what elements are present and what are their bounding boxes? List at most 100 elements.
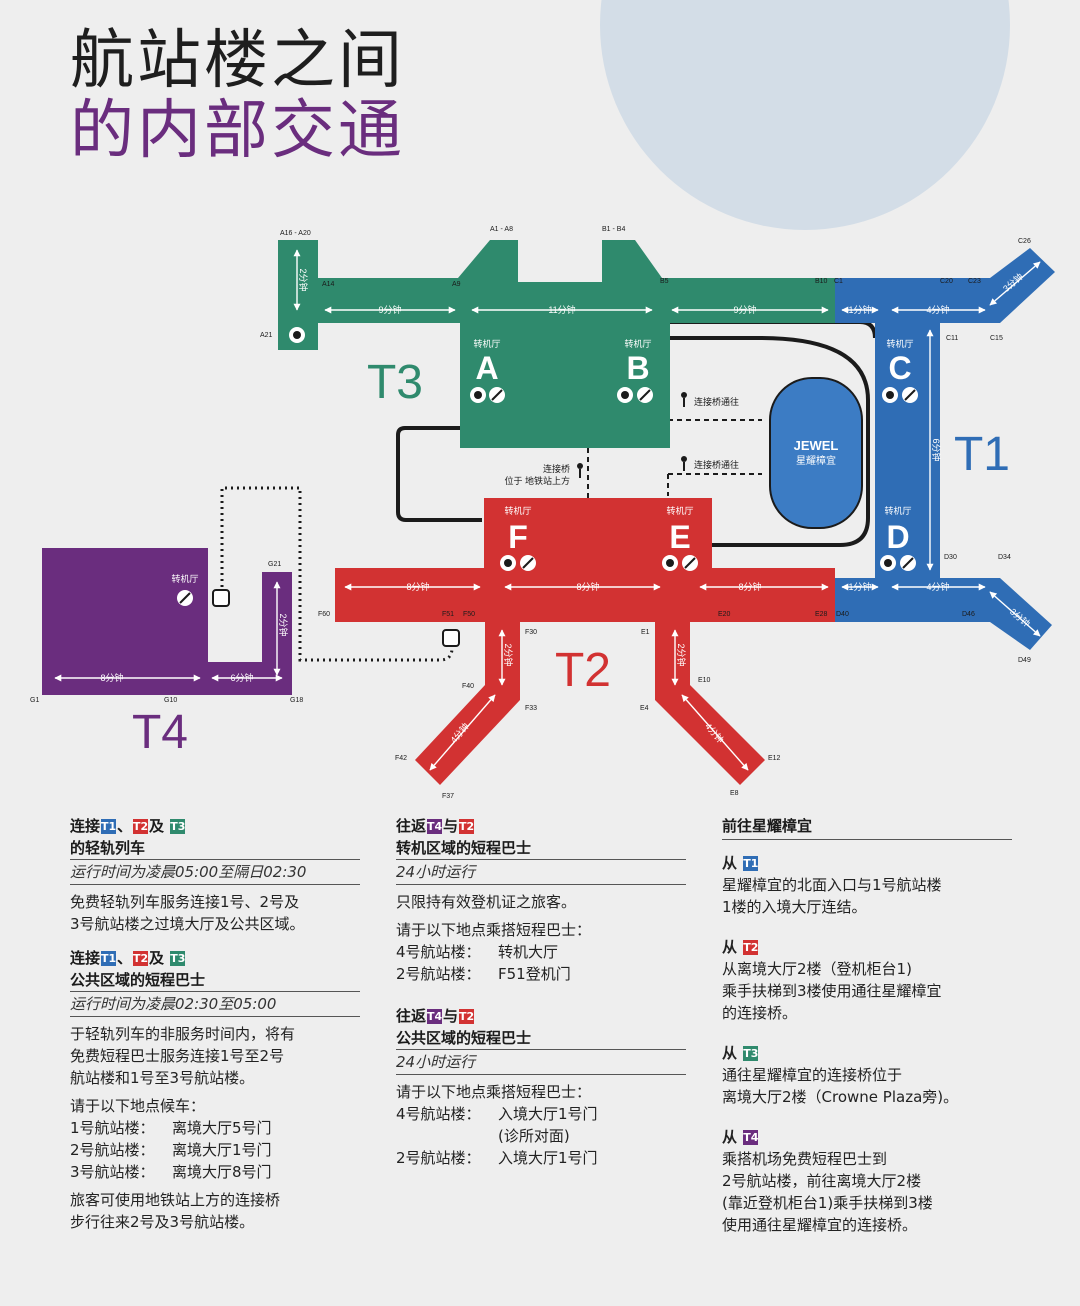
gate-label: D30 xyxy=(944,554,957,561)
t4-badge: T4 xyxy=(743,1130,759,1145)
t4-badge: T4 xyxy=(427,819,443,834)
page-title: 航站楼之间 的内部交通 xyxy=(70,26,405,166)
time-label: 9分钟 xyxy=(733,304,756,315)
time-label: 8分钟 xyxy=(738,581,761,592)
gate-label: D34 xyxy=(998,554,1011,561)
info-icon xyxy=(880,555,896,571)
t1-badge: T1 xyxy=(101,819,117,834)
description: 于轻轨列车的非服务时间内，将有免费短程巴士服务连接1号至2号航站楼和1号至3号航… xyxy=(70,1025,296,1087)
gate-label: F30 xyxy=(525,629,537,636)
t1-label: T1 xyxy=(954,428,1010,481)
gate-label: F60 xyxy=(318,611,330,618)
walking-person-icon xyxy=(681,392,687,407)
t3-badge: T3 xyxy=(170,951,186,966)
public-t4-shuttle-block: 往返T4与T2 公共区域的短程巴士 24小时运行 请于以下地点乘搭短程巴士： 4… xyxy=(396,1005,686,1169)
transfer-label: 转机厅 xyxy=(624,338,651,349)
block-heading: 往返T4与T2 公共区域的短程巴士 xyxy=(396,1007,532,1047)
gate-label: F40 xyxy=(462,683,474,690)
t2-badge: T2 xyxy=(133,951,149,966)
info-icon xyxy=(470,387,486,403)
time-label: 8分钟 xyxy=(406,581,429,592)
time-label: 6分钟 xyxy=(230,672,253,683)
gate-label: G21 xyxy=(268,561,281,568)
title-line-2: 的内部交通 xyxy=(70,94,405,168)
pickup-list: 请于以下地点乘搭短程巴士： 4号航站楼：转机大厅 2号航站楼：F51登机门 xyxy=(396,921,592,983)
t1-badge: T1 xyxy=(743,856,759,871)
skytrain-loop-east xyxy=(670,336,870,547)
info-icon xyxy=(617,387,633,403)
operating-hours: 24小时运行 xyxy=(396,1049,686,1075)
block-heading: 连接T1、T2及 T3 公共区域的短程巴士 xyxy=(70,949,206,989)
gate-label: A14 xyxy=(322,281,335,288)
jewel-heading: 前往星耀樟宜 xyxy=(722,817,813,835)
info-icon xyxy=(662,555,678,571)
terminal-map: 9分钟 11分钟 9分钟 1分钟 4分钟 1分钟 4分钟 8分钟 8分钟 8分钟… xyxy=(30,226,1055,800)
time-label: 2分钟 xyxy=(278,613,289,636)
time-label: 8分钟 xyxy=(576,581,599,592)
gate-label: E10 xyxy=(698,677,711,684)
bus-icon xyxy=(442,629,460,647)
t2-badge: T2 xyxy=(459,1009,475,1024)
pickup-list: 请于以下地点乘搭短程巴士： 4号航站楼：入境大厅1号门 (诊所对面) 2号航站楼… xyxy=(396,1083,598,1167)
t2-badge: T2 xyxy=(133,819,149,834)
from-t2: 从 T2 从离境大厅2楼（登机柜台1)乘手扶梯到3楼使用通往星耀樟宜的连接桥。 xyxy=(722,938,942,1022)
t4-label: T4 xyxy=(132,706,188,759)
jewel-label-en: JEWEL xyxy=(794,438,839,453)
t3-area xyxy=(278,240,835,448)
gate-label: E20 xyxy=(718,611,731,618)
jewel-area xyxy=(769,377,863,529)
t3-label: T3 xyxy=(367,356,423,409)
time-label: 1分钟 xyxy=(848,581,871,592)
no-entry-icon xyxy=(489,387,505,403)
gate-label: B5 xyxy=(660,278,669,285)
t1-badge: T1 xyxy=(101,951,117,966)
no-entry-icon xyxy=(637,387,653,403)
gate-label: F42 xyxy=(395,755,407,762)
time-label: 4分钟 xyxy=(926,304,949,315)
time-label: 8分钟 xyxy=(100,672,123,683)
hall-f-label: F xyxy=(508,519,528,555)
time-label: 9分钟 xyxy=(378,304,401,315)
time-label: 6分钟 xyxy=(931,438,942,461)
bus-icon xyxy=(212,589,230,607)
t2-label: T2 xyxy=(555,644,611,697)
hall-e-label: E xyxy=(669,519,690,555)
time-label: 1分钟 xyxy=(848,304,871,315)
no-entry-icon xyxy=(902,387,918,403)
gate-label: A21 xyxy=(260,332,273,339)
pickup-list: 请于以下地点候车： 1号航站楼：离境大厅5号门 2号航站楼：离境大厅1号门 3号… xyxy=(70,1097,272,1181)
description: 只限持有效登机证之旅客。 xyxy=(396,893,577,911)
hall-b-label: B xyxy=(626,350,649,386)
time-label: 2分钟 xyxy=(503,643,514,666)
time-label: 2分钟 xyxy=(676,643,687,666)
no-entry-icon xyxy=(520,555,536,571)
gate-label: G1 xyxy=(30,697,39,704)
walk-bridge-jewel-t2 xyxy=(667,473,762,496)
hall-d-label: D xyxy=(886,519,909,555)
no-entry-icon xyxy=(177,590,193,606)
info-icon xyxy=(882,387,898,403)
time-label: 11分钟 xyxy=(548,304,575,315)
gate-label: E8 xyxy=(730,790,739,797)
block-heading: 往返T4与T2 转机区域的短程巴士 xyxy=(396,817,532,857)
metro-bridge-label-2: 位于 地铁站上方 xyxy=(504,475,570,486)
gate-label: E28 xyxy=(815,611,828,618)
service-icons xyxy=(177,327,918,647)
title-line-1: 航站楼之间 xyxy=(70,24,405,98)
operating-hours: 运行时间为凌晨02:30至05:00 xyxy=(70,991,360,1017)
gate-label: C1 xyxy=(834,278,843,285)
column-t4-shuttle: 往返T4与T2 转机区域的短程巴士 24小时运行 只限持有效登机证之旅客。 请于… xyxy=(396,815,686,1181)
info-icon xyxy=(500,555,516,571)
skytrain-block: 连接T1、T2及 T3 的轻轨列车 运行时间为凌晨05:00至隔日02:30 免… xyxy=(70,815,360,935)
info-icon xyxy=(289,327,305,343)
gate-label: E1 xyxy=(641,629,650,636)
gate-label: C23 xyxy=(968,278,981,285)
bridge-label: 连接桥通往 xyxy=(694,459,739,470)
gate-label: D46 xyxy=(962,611,975,618)
skytrain-link xyxy=(660,320,877,339)
shuttle-route-t4 xyxy=(220,486,454,662)
transfer-label: 转机厅 xyxy=(504,505,531,516)
